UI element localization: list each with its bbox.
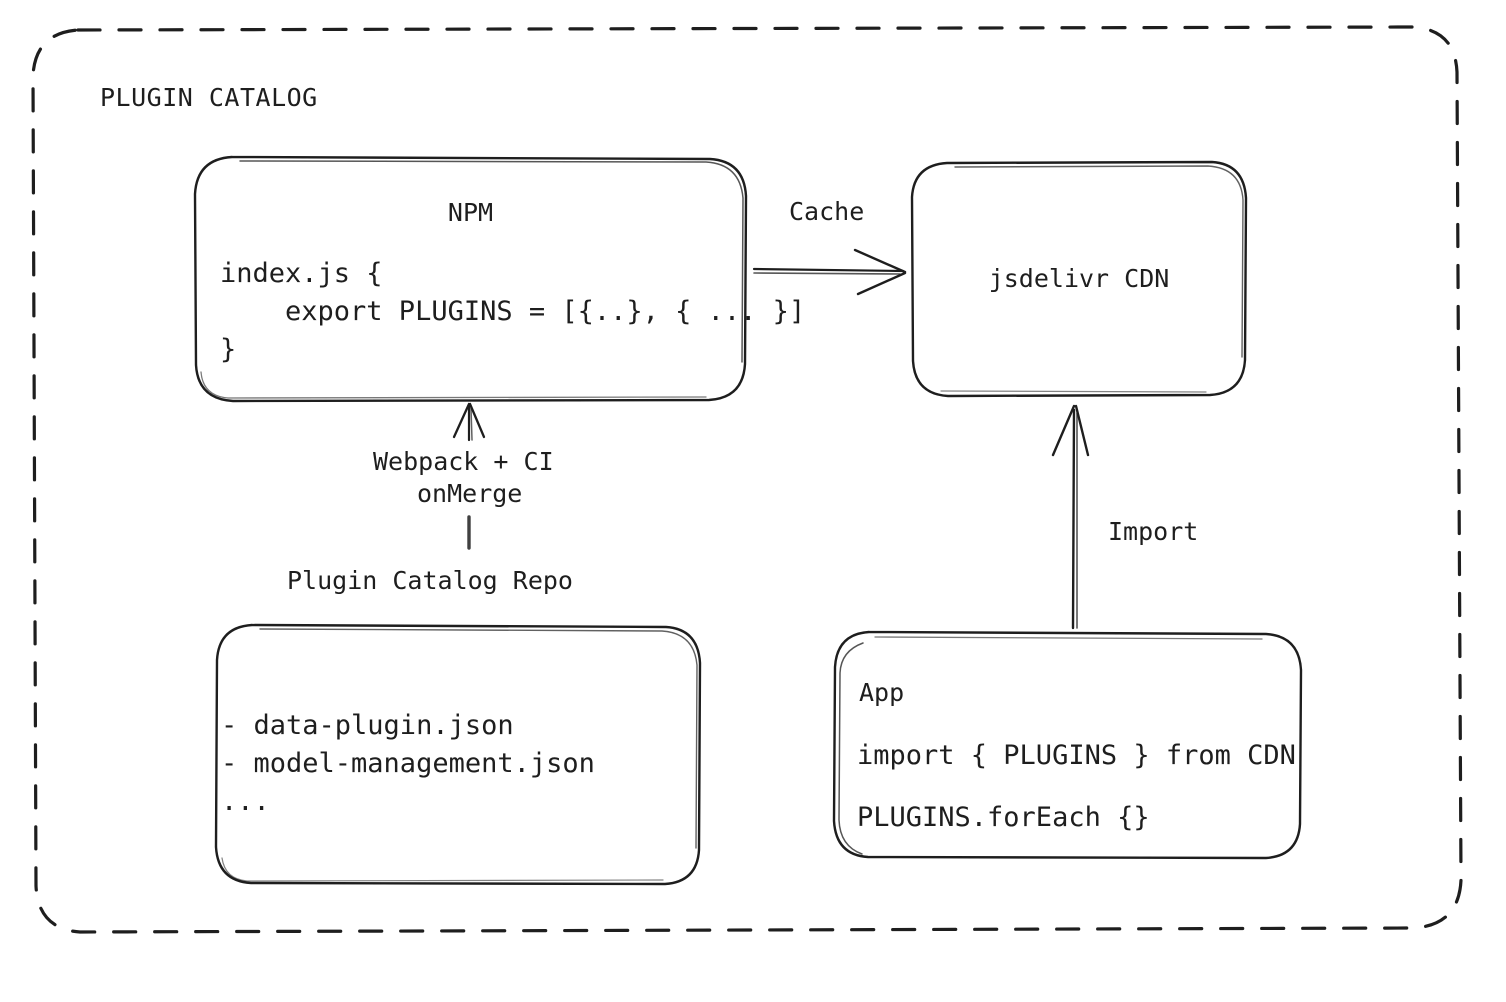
group-title: PLUGIN CATALOG [100,83,318,112]
node-cdn[interactable]: jsdelivr CDN [912,162,1246,396]
npm-code-line-2: export PLUGINS = [{..}, { ... }] [220,296,806,327]
cdn-label: jsdelivr CDN [988,264,1170,293]
repo-file-line-2: - model-management.json [221,748,595,779]
edge-npm-to-cdn-arrow [752,248,907,296]
app-code-line-2: PLUGINS.forEach {} [857,802,1150,833]
edge-label-cache: Cache [789,197,865,226]
node-app[interactable]: App import { PLUGINS } from CDN PLUGINS.… [834,632,1301,858]
node-npm[interactable]: NPM index.js { export PLUGINS = [{..}, {… [195,157,805,401]
edge-label-import: Import [1108,517,1199,546]
npm-code-line-3: } [220,334,237,365]
npm-title: NPM [447,198,494,227]
app-code-line-1: import { PLUGINS } from CDN [857,740,1296,771]
edge-label-webpack-ci: Webpack + CI [373,447,554,476]
edge-repo-to-npm-arrow [452,402,486,550]
repo-caption: Plugin Catalog Repo [287,566,573,595]
node-repo[interactable]: - data-plugin.json - model-management.js… [216,625,700,884]
npm-code-line-1: index.js { [220,258,383,289]
edge-app-to-cdn-arrow [1051,404,1090,630]
repo-file-line-1: - data-plugin.json [221,710,514,741]
edge-label-onmerge: onMerge [417,479,523,508]
repo-file-line-3: ... [221,786,270,817]
app-title: App [859,678,905,707]
